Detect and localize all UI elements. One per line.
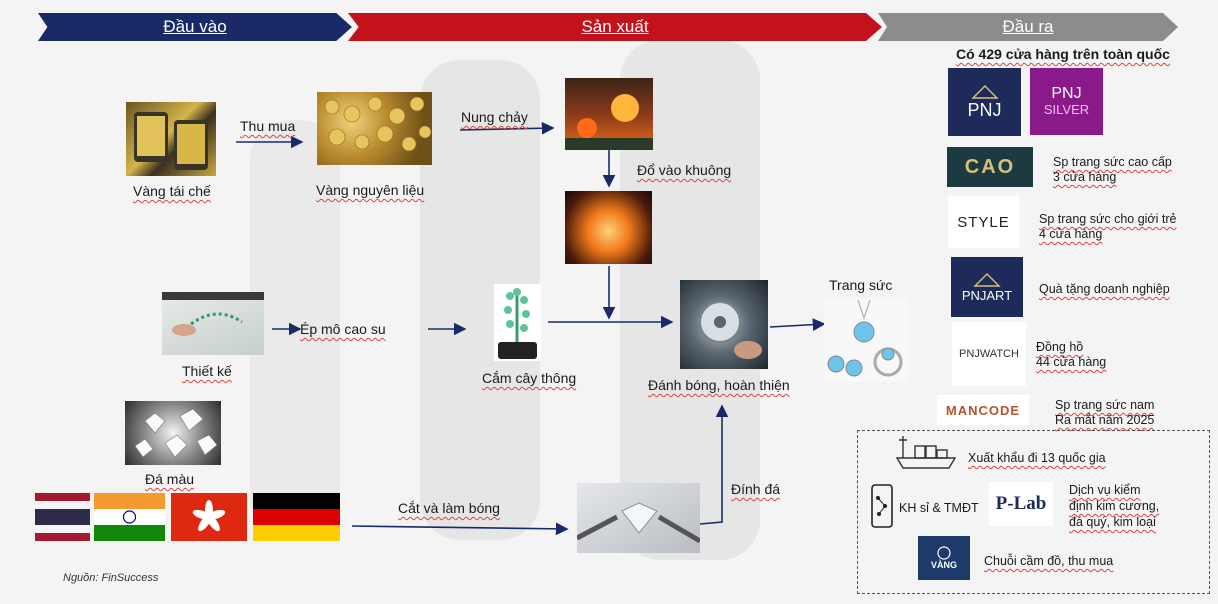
pour-mold-image bbox=[565, 191, 652, 264]
gemstone-image bbox=[125, 401, 221, 465]
header-input: Đầu vào bbox=[38, 13, 352, 41]
melt-label: Nung chảy bbox=[461, 109, 528, 125]
wholesale-label: KH sỉ & TMĐT bbox=[899, 501, 979, 515]
polishing-image bbox=[680, 280, 768, 369]
header-output: Đầu ra bbox=[878, 13, 1178, 41]
gemstone-label: Đá màu bbox=[145, 471, 195, 487]
source-note: Nguồn: FinSuccess bbox=[63, 572, 159, 584]
stone-setting-label: Đính đá bbox=[731, 481, 781, 497]
pnjwatch-logo: PNJWATCH bbox=[952, 322, 1026, 386]
pour-mold-label: Đổ vào khuông bbox=[637, 162, 732, 178]
polish-finish-label: Đánh bóng, hoàn thiện bbox=[648, 377, 790, 393]
recycled-gold-image bbox=[126, 102, 216, 176]
style-desc-line2: 4 cửa hàng bbox=[1039, 227, 1103, 241]
jewelry-image bbox=[824, 298, 908, 382]
plab-desc-line2: định kim cương, bbox=[1069, 499, 1160, 513]
arrow-jewelry bbox=[769, 318, 826, 332]
india-flag-icon bbox=[94, 493, 165, 541]
germany-flag-icon bbox=[253, 493, 340, 541]
diamond-cut-image bbox=[577, 483, 700, 553]
services-box bbox=[857, 430, 1210, 594]
pawn-label: Chuỗi cầm đồ, thu mua bbox=[984, 554, 1114, 568]
export-label: Xuất khẩu đi 13 quốc gia bbox=[968, 451, 1106, 465]
pnj-sail-icon bbox=[970, 84, 999, 99]
pnj-silver-logo: PNJ SILVER bbox=[1030, 68, 1103, 135]
jewelry-label: Trang sức bbox=[829, 277, 893, 293]
plab-desc-line1: Dịch vụ kiểm bbox=[1069, 483, 1141, 497]
raw-gold-label: Vàng nguyên liệu bbox=[316, 182, 425, 198]
thailand-flag-icon bbox=[35, 493, 90, 541]
wax-tree-image bbox=[494, 284, 541, 361]
cut-polish-label: Cắt và làm bóng bbox=[398, 500, 500, 516]
smartphone-icon bbox=[871, 484, 893, 528]
pnj-logo: PNJ bbox=[948, 68, 1021, 136]
mancode-desc-line2: Ra mắt năm 2025 bbox=[1055, 413, 1155, 427]
watch-desc-line2: 44 cửa hàng bbox=[1036, 355, 1107, 369]
cao-logo: CAO bbox=[947, 147, 1033, 187]
rubber-mold-label: Ép mô cao su bbox=[300, 321, 386, 337]
tree-label: Cắm cây thông bbox=[482, 370, 577, 386]
buy-label: Thu mua bbox=[240, 118, 296, 134]
header-production: Sản xuất bbox=[348, 13, 882, 41]
design-label: Thiết kế bbox=[182, 363, 232, 379]
hongkong-flag-icon bbox=[171, 493, 247, 541]
mancode-logo: MANCODE bbox=[937, 395, 1029, 425]
design-image bbox=[162, 292, 264, 355]
recycled-gold-label: Vàng tái chế bbox=[133, 183, 211, 199]
pnjart-logo: PNJART bbox=[951, 257, 1023, 317]
art-desc: Quà tặng doanh nghiệp bbox=[1039, 282, 1170, 296]
plab-desc-line3: đá quý, kim loại bbox=[1069, 515, 1156, 529]
cao-desc-line1: Sp trang sức cao cấp bbox=[1053, 155, 1172, 169]
mancode-desc-line1: Sp trang sức nam bbox=[1055, 398, 1155, 412]
store-count: Có 429 cửa hàng trên toàn quốc bbox=[956, 46, 1170, 62]
cargo-ship-icon bbox=[895, 432, 957, 472]
watch-desc-line1: Đồng hồ bbox=[1036, 340, 1084, 354]
style-desc-line1: Sp trang sức cho giới trẻ bbox=[1039, 212, 1177, 226]
vang-emblem-icon bbox=[937, 546, 951, 560]
vang-logo: VÀNG bbox=[918, 536, 970, 580]
plab-logo: P-Lab bbox=[989, 482, 1053, 526]
cao-desc-line2: 3 cửa hàng bbox=[1053, 170, 1117, 184]
melting-image bbox=[565, 78, 653, 150]
style-logo: STYLE bbox=[948, 196, 1019, 248]
raw-gold-image bbox=[317, 92, 432, 165]
pnjart-sail-icon bbox=[973, 272, 1001, 287]
